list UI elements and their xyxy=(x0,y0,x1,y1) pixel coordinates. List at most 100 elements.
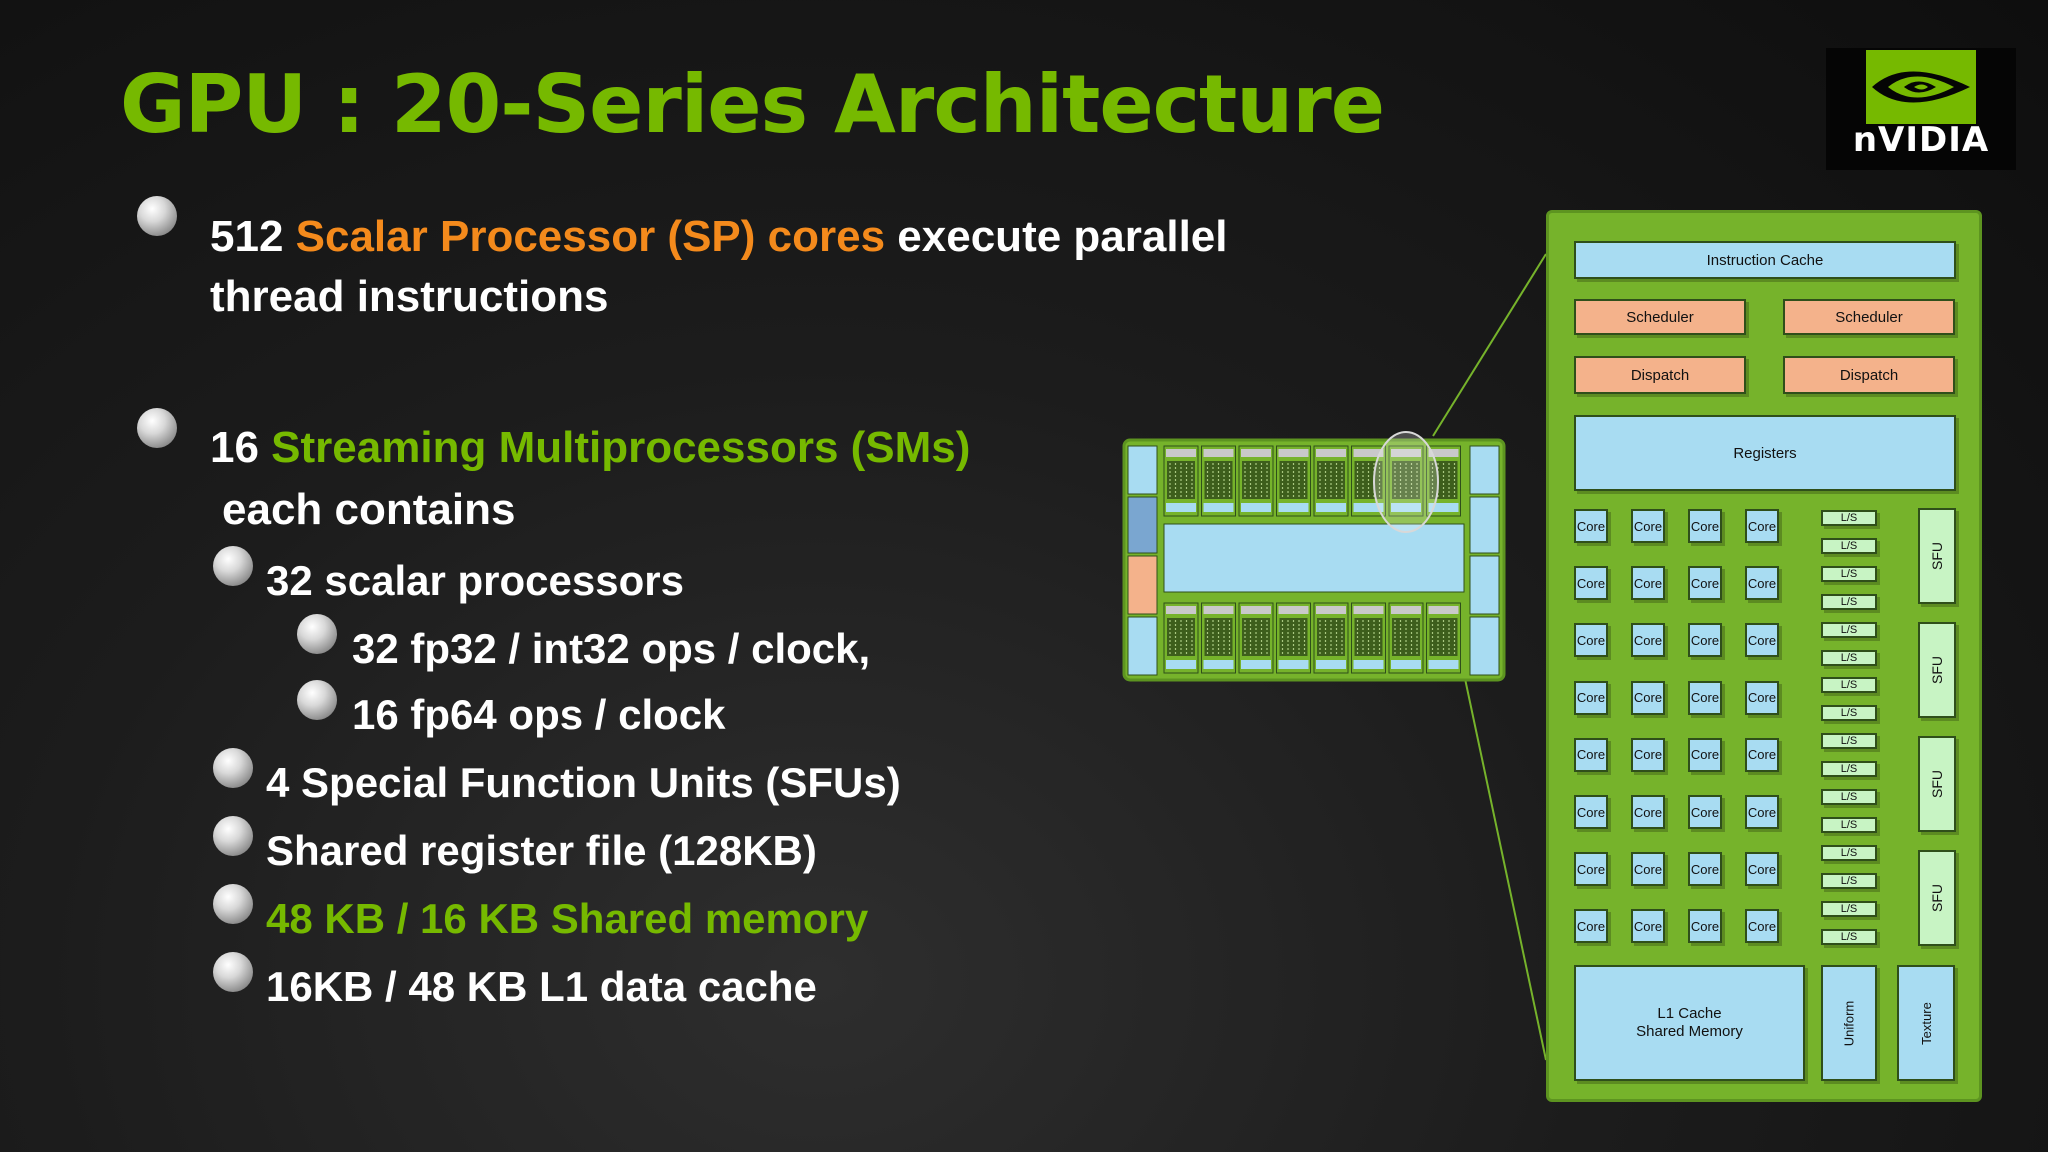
chip-sm-unit xyxy=(1201,602,1236,674)
core-cell: Core xyxy=(1574,566,1608,601)
core-cell: Core xyxy=(1631,509,1665,543)
gpu-chip-outline xyxy=(1122,438,1506,682)
core-cell: Core xyxy=(1574,852,1608,887)
sub-fp64-ops: 16 fp64 ops / clock xyxy=(352,691,726,738)
texture-cache-block: Texture xyxy=(1897,965,1955,1081)
bullet-sp-cores-line2: thread instructions xyxy=(210,272,609,321)
core-cell: Core xyxy=(1745,680,1779,715)
ls-unit: L/S xyxy=(1821,872,1877,889)
ls-unit: L/S xyxy=(1821,621,1877,638)
core-cell: Core xyxy=(1688,737,1722,772)
chip-sm-unit xyxy=(1388,602,1424,674)
nvidia-logo: nVIDIA xyxy=(1826,48,2016,170)
chip-right-block-3 xyxy=(1469,555,1500,615)
chip-sm-unit xyxy=(1426,445,1461,517)
core-cell: Core xyxy=(1688,852,1722,887)
chip-sm-unit xyxy=(1351,602,1386,674)
bullet-dot xyxy=(297,680,337,720)
core-cell: Core xyxy=(1745,852,1779,887)
ls-unit: L/S xyxy=(1821,761,1877,778)
ls-unit: L/S xyxy=(1821,844,1877,861)
core-cell: Core xyxy=(1688,795,1722,829)
chip-sm-unit xyxy=(1351,445,1386,517)
bullet-dot xyxy=(297,614,337,654)
ls-unit: L/S xyxy=(1821,565,1877,582)
core-cell: Core xyxy=(1688,566,1722,601)
core-cell: Core xyxy=(1745,909,1779,944)
bullet-dot xyxy=(213,952,253,992)
chip-right-block-4 xyxy=(1469,616,1500,676)
instruction-cache-block: Instruction Cache xyxy=(1574,241,1956,279)
logo-wordmark: nVIDIA xyxy=(1852,120,1990,160)
core-cell: Core xyxy=(1574,680,1608,715)
registers-block: Registers xyxy=(1574,415,1956,491)
chip-sm-unit xyxy=(1201,445,1236,517)
sub-fp32-ops: 32 fp32 / int32 ops / clock, xyxy=(352,625,871,672)
chip-left-block-2 xyxy=(1127,496,1158,554)
chip-sm-unit xyxy=(1276,445,1311,517)
sub-scalar-processors: 32 scalar processors xyxy=(266,557,684,604)
core-cell: Core xyxy=(1688,909,1722,944)
chip-right-block-1 xyxy=(1469,445,1500,495)
core-cell: Core xyxy=(1631,852,1665,887)
ls-unit: L/S xyxy=(1821,816,1877,833)
core-cell: Core xyxy=(1688,680,1722,715)
scheduler-block-left: Scheduler xyxy=(1574,299,1746,335)
ls-unit: L/S xyxy=(1821,928,1877,945)
core-cell: Core xyxy=(1574,737,1608,772)
zoom-highlight-ellipse xyxy=(1373,431,1439,533)
bullet-dot xyxy=(137,196,177,236)
core-cell: Core xyxy=(1745,737,1779,772)
dispatch-block-left: Dispatch xyxy=(1574,356,1746,394)
core-cell: Core xyxy=(1631,737,1665,772)
core-cell: Core xyxy=(1574,909,1608,944)
chip-sm-unit xyxy=(1313,445,1349,517)
core-cell: Core xyxy=(1631,623,1665,658)
core-cell: Core xyxy=(1745,623,1779,658)
ls-unit: L/S xyxy=(1821,593,1877,610)
zoom-line-bottom xyxy=(1432,527,1547,1061)
bullet-dot xyxy=(213,884,253,924)
chip-sm-unit xyxy=(1238,602,1274,674)
nvidia-eye-icon xyxy=(1866,50,1976,124)
chip-sm-unit xyxy=(1388,445,1424,517)
chip-sm-unit xyxy=(1426,602,1461,674)
core-cell: Core xyxy=(1631,566,1665,601)
scheduler-block-right: Scheduler xyxy=(1783,299,1955,335)
sub-shared-memory: 48 KB / 16 KB Shared memory xyxy=(266,895,869,942)
sub-register-file: Shared register file (128KB) xyxy=(266,827,817,874)
chip-left-block-4 xyxy=(1127,616,1158,676)
ls-unit: L/S xyxy=(1821,733,1877,750)
chip-sm-unit xyxy=(1238,445,1274,517)
chip-l2-cache xyxy=(1163,523,1465,593)
dispatch-block-right: Dispatch xyxy=(1783,356,1955,394)
ls-unit: L/S xyxy=(1821,789,1877,805)
chip-sm-unit xyxy=(1313,602,1349,674)
slide-title: GPU : 20-Series Architecture xyxy=(120,58,1385,151)
sms-highlight: Streaming Multiprocessors (SMs) xyxy=(271,423,971,472)
chip-left-block-1 xyxy=(1127,445,1158,495)
ls-unit: L/S xyxy=(1821,510,1877,526)
sfu-block: SFU xyxy=(1918,622,1956,718)
core-cell: Core xyxy=(1631,909,1665,944)
core-cell: Core xyxy=(1631,680,1665,715)
core-cell: Core xyxy=(1631,795,1665,829)
chip-right-block-2 xyxy=(1469,496,1500,554)
sub-sfus: 4 Special Function Units (SFUs) xyxy=(266,759,901,806)
core-cell: Core xyxy=(1745,509,1779,543)
chip-left-block-3 xyxy=(1127,555,1158,615)
bullet-dot xyxy=(213,546,253,586)
sfu-block: SFU xyxy=(1918,850,1956,946)
bullet-sms-line2: each contains xyxy=(222,485,516,534)
chip-sm-unit xyxy=(1276,602,1311,674)
bullet-sp-cores: 512 Scalar Processor (SP) cores execute … xyxy=(210,212,1228,261)
sp-cores-highlight: Scalar Processor (SP) cores xyxy=(295,212,886,261)
ls-unit: L/S xyxy=(1821,677,1877,694)
ls-unit: L/S xyxy=(1821,649,1877,666)
zoom-line-top xyxy=(1432,253,1547,437)
bullet-dot xyxy=(213,748,253,788)
chip-sm-row-top xyxy=(1163,445,1461,517)
core-cell: Core xyxy=(1688,623,1722,658)
bullet-dot xyxy=(137,408,177,448)
